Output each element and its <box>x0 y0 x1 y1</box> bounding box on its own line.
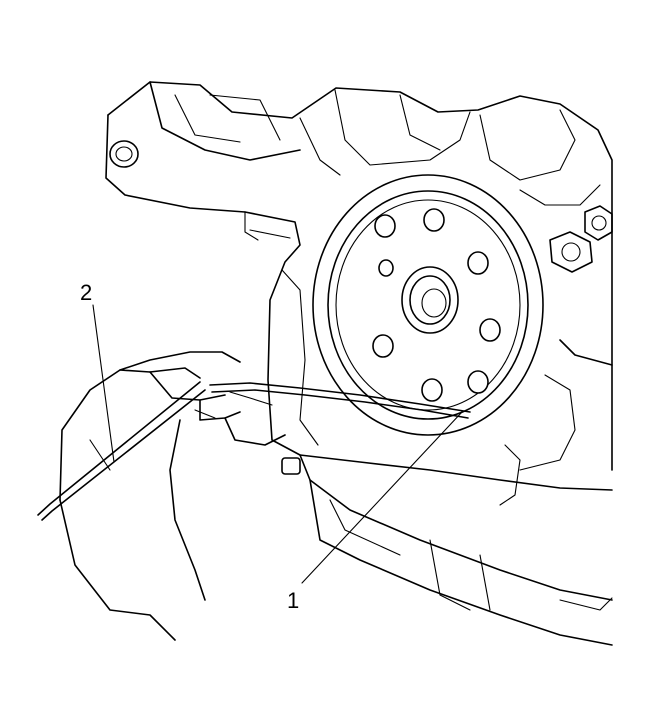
callout-2-leader <box>92 304 115 463</box>
flange-bolt-hole <box>479 318 501 342</box>
callout-2-label: 2 <box>80 280 92 305</box>
engine-block <box>105 81 613 646</box>
side-bolt <box>584 205 613 241</box>
callout-1-leader <box>301 411 463 584</box>
flange-bolt-hole <box>467 251 489 275</box>
callout-1: 1 <box>287 411 463 613</box>
callout-1-label: 1 <box>287 588 299 613</box>
side-bolt <box>549 231 593 273</box>
callout-2: 2 <box>80 280 115 463</box>
flange-bolt-hole <box>467 370 489 394</box>
feeler-gauge-tool <box>37 381 471 521</box>
technician-hand <box>59 351 286 641</box>
seal-housing-outer <box>312 174 544 436</box>
flange-bolt-hole <box>372 334 394 358</box>
bolt-boss <box>109 140 139 168</box>
oil-pan-bolt <box>281 457 301 475</box>
rear-main-seal <box>327 190 529 420</box>
flange-bolt-hole <box>374 214 396 238</box>
flange-bolt-hole <box>423 208 445 232</box>
dowel-pin-hole <box>378 259 394 277</box>
crankshaft-rear-seal-assembly <box>312 174 544 436</box>
crankshaft-pilot <box>401 266 459 334</box>
flange-bolt-hole <box>421 378 443 402</box>
